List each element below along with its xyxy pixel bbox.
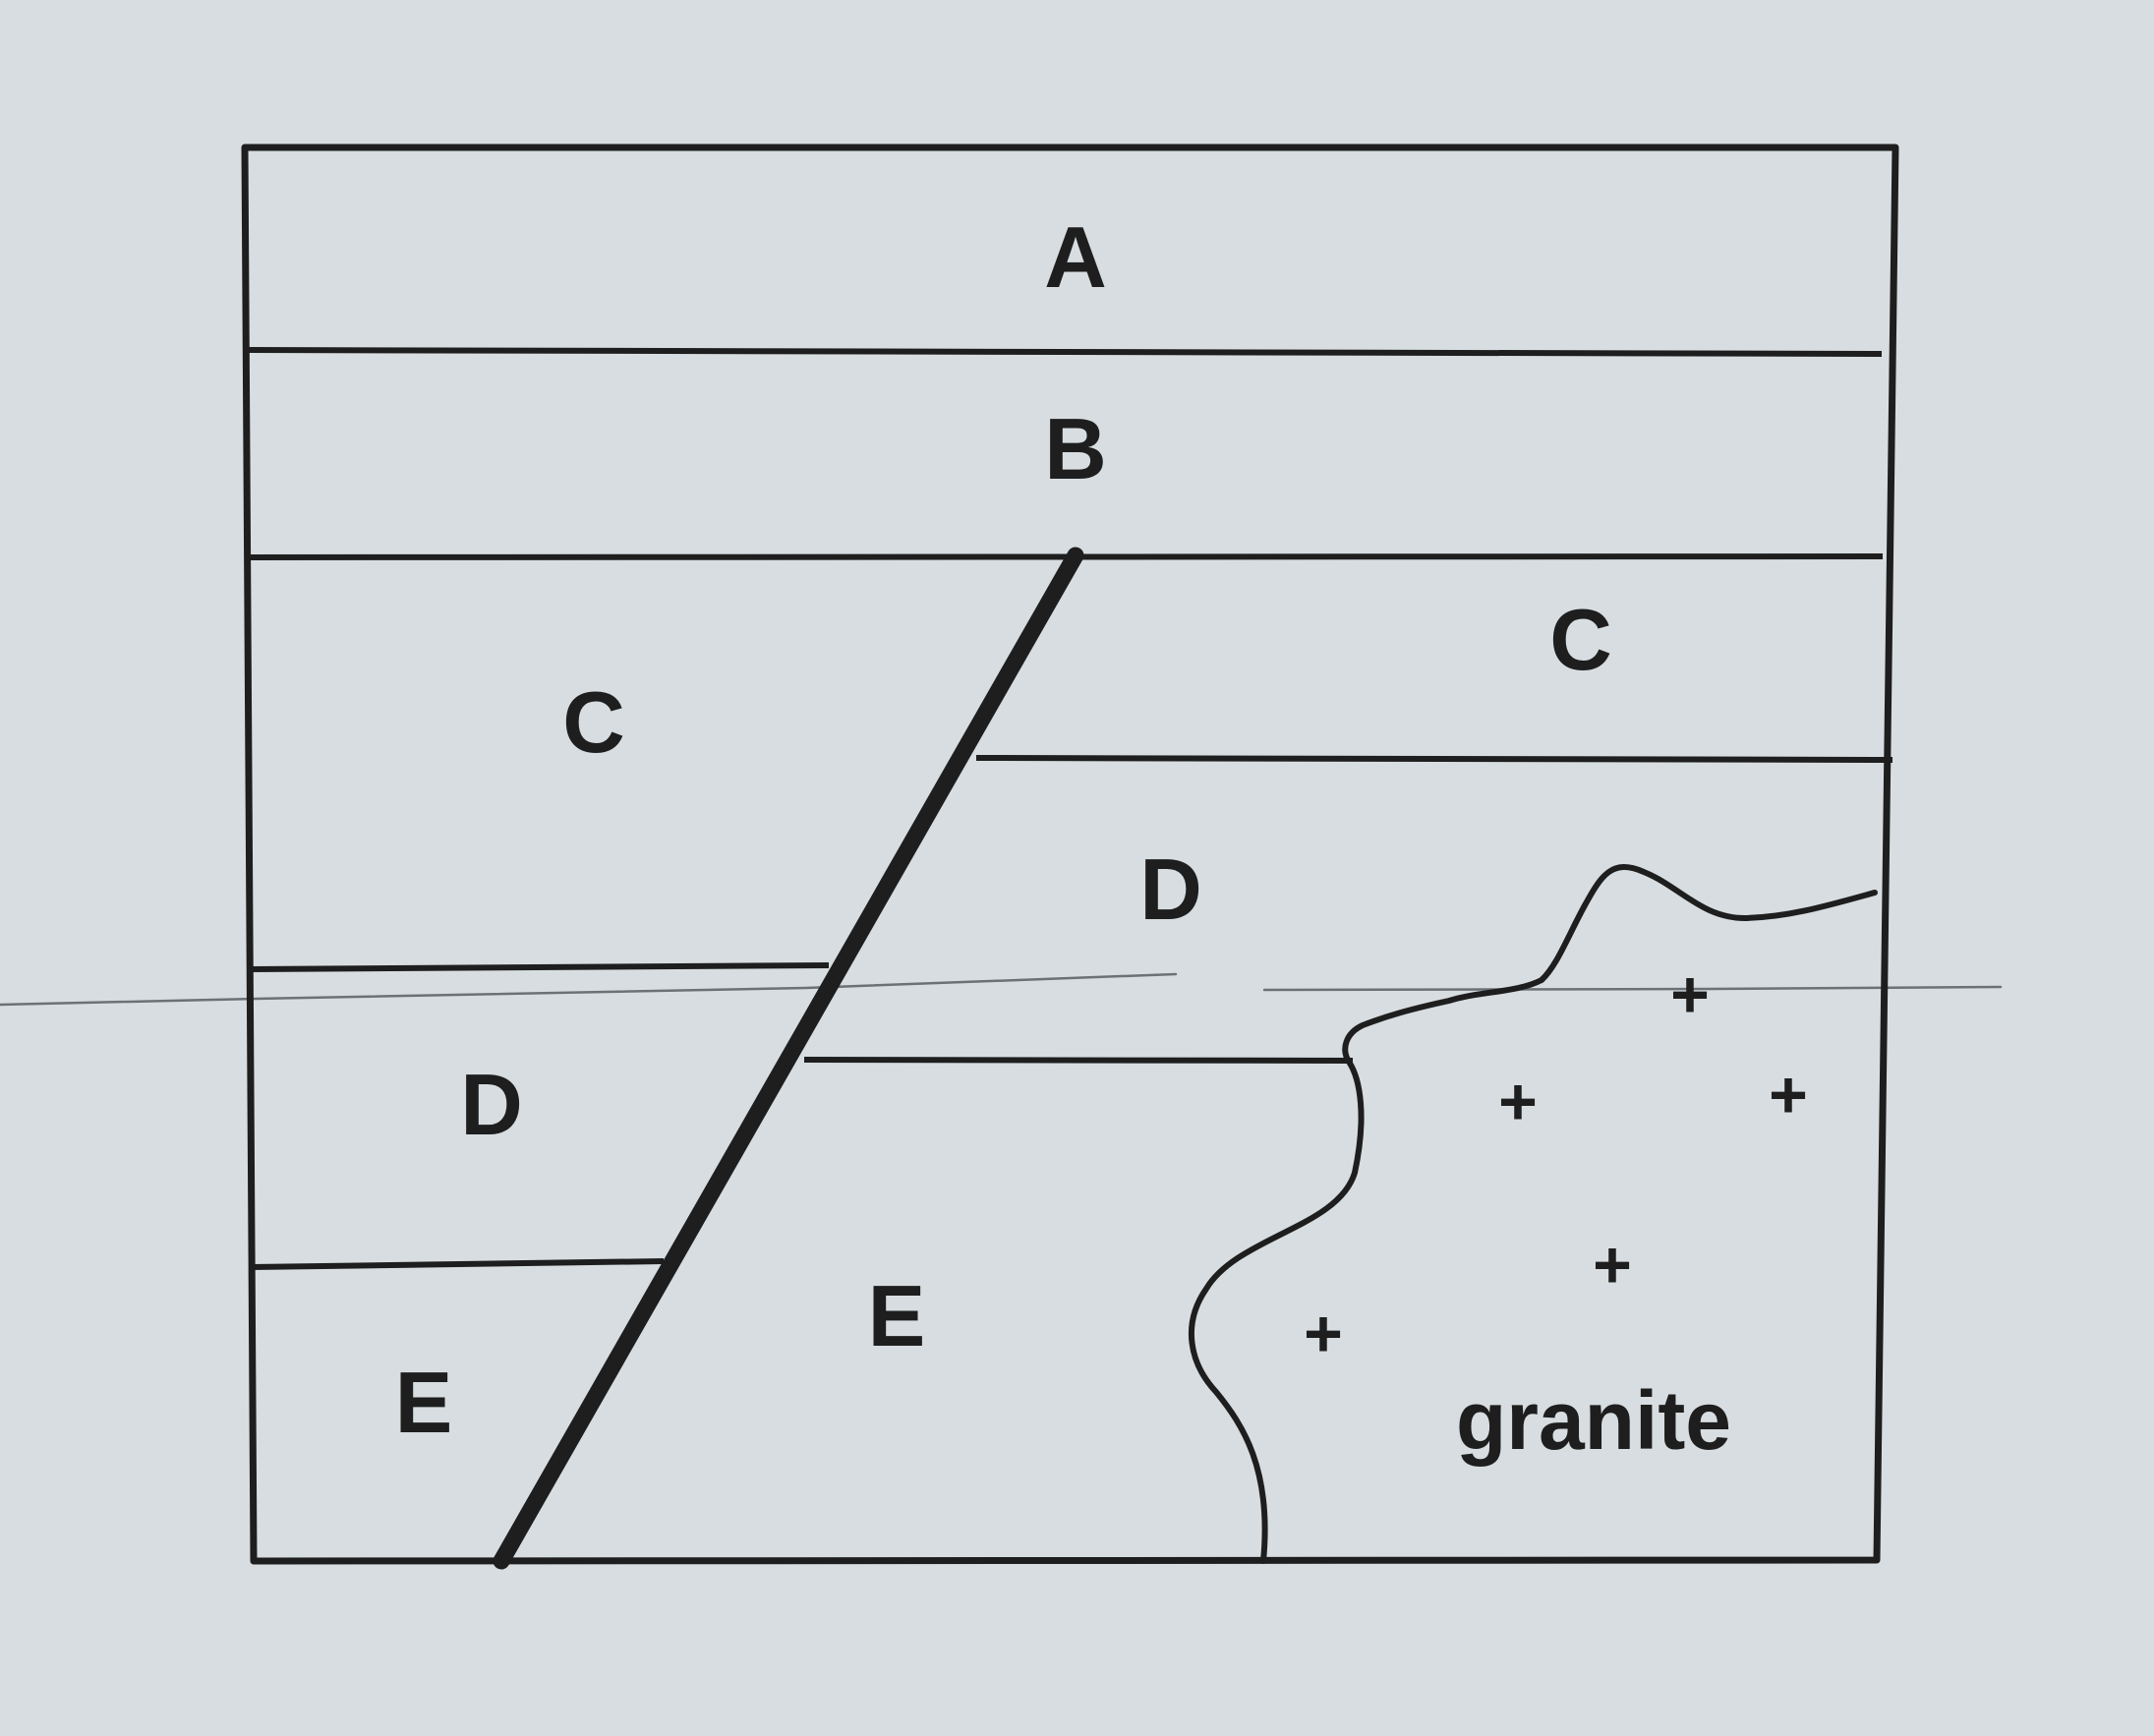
granite-plus-mark: +: [1498, 1065, 1538, 1139]
unit-d-left-label: D: [460, 1056, 523, 1153]
unit-d-right-label: D: [1139, 840, 1202, 938]
c-d-boundary-right: [975, 755, 1893, 763]
granite-label: granite: [1456, 1374, 1731, 1467]
d-e-boundary-right: [803, 1057, 1354, 1064]
unit-e-left-label: E: [395, 1354, 453, 1451]
granite-plus-mark: +: [1670, 957, 1710, 1032]
cross-section-frame: [241, 144, 1899, 1565]
a-b-boundary: [246, 347, 1883, 357]
fault-line: [493, 547, 1084, 1570]
pencil-guide-line-left: [0, 972, 1178, 1007]
unit-a-label: A: [1044, 208, 1107, 306]
granite-contact: [1188, 864, 1878, 1564]
granite-plus-mark: +: [1304, 1297, 1343, 1371]
unit-c-left-label: C: [562, 673, 625, 771]
granite-plus-mark: +: [1769, 1058, 1808, 1132]
c-d-boundary-left: [250, 962, 830, 972]
unit-c-right-label: C: [1549, 591, 1612, 688]
granite-plus-mark: +: [1593, 1228, 1632, 1302]
pencil-guide-line-right: [1262, 985, 2003, 992]
unit-e-right-label: E: [868, 1267, 926, 1364]
d-e-boundary-left: [251, 1258, 665, 1270]
unit-b-label: B: [1044, 400, 1107, 497]
